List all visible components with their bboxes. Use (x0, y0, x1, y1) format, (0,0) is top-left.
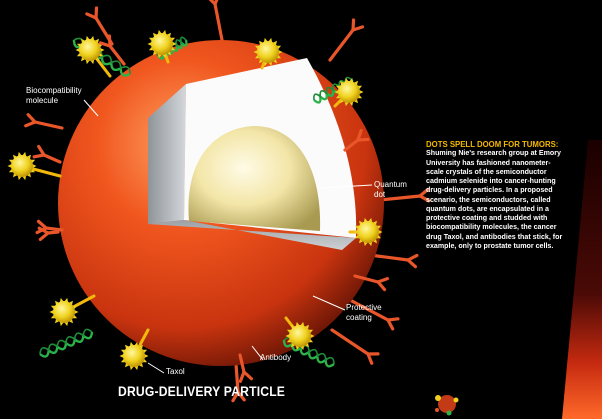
surface-ligands-back (24, 0, 431, 403)
label-protective-coating: Protective coating (346, 303, 382, 322)
thumbnail-particle (435, 395, 459, 416)
label-antibody: Antibody (260, 353, 292, 362)
label-quantum-dot: Quantum dot (374, 180, 407, 199)
cutaway-wedge (148, 58, 357, 250)
edge-gradient-bar (562, 140, 602, 419)
label-biocompatibility: Biocompatibility molecule (26, 86, 82, 105)
caption-block: DOTS SPELL DOOM FOR TUMORS: Shuming Nie'… (426, 140, 568, 251)
caption-body: Shuming Nie's research group at Emory Un… (426, 149, 563, 250)
quantum-dot-core (188, 126, 321, 231)
surface-ligands-front (7, 29, 390, 383)
caption-heading: DOTS SPELL DOOM FOR TUMORS: (426, 140, 559, 149)
diagram-title: DRUG-DELIVERY PARTICLE (118, 384, 286, 399)
label-taxol: Taxol (166, 367, 185, 376)
leader-lines (83, 99, 373, 374)
